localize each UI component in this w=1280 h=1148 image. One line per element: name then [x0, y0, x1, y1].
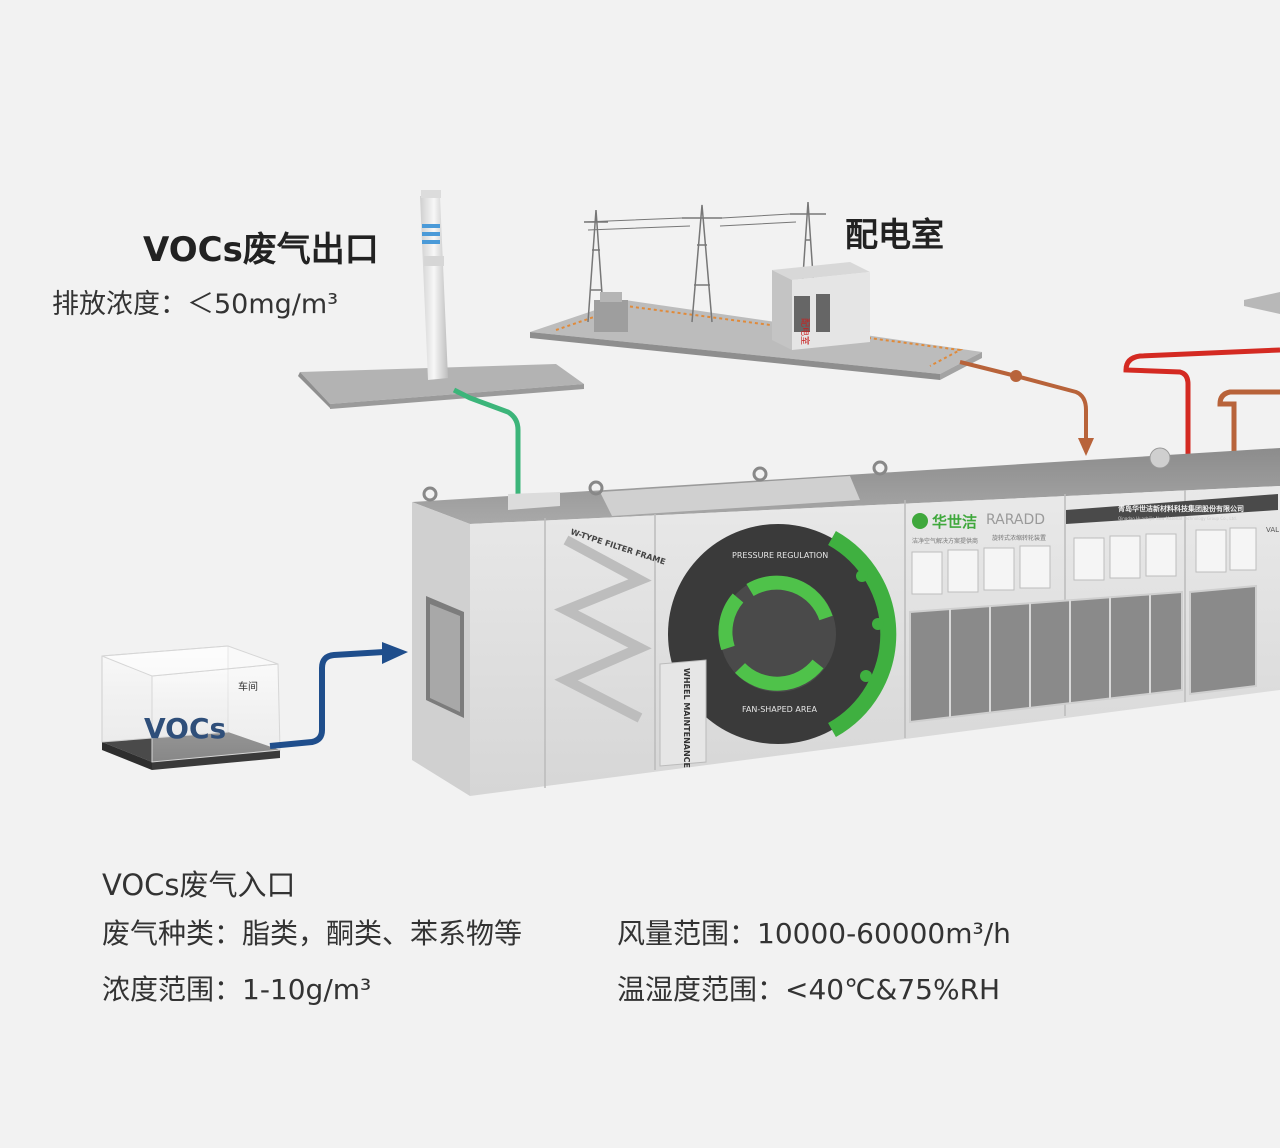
outlet-concentration: 排放浓度：＜50mg/m³ [52, 289, 339, 320]
brand-panel: 华世洁 RARADD 洁净空气解决方案提供商 旋转式浓缩转轮装置 青岛华世洁新材… [912, 494, 1279, 545]
machine-top [412, 447, 1280, 524]
louver-vents [911, 527, 1257, 595]
transformer-icon [594, 292, 628, 332]
transmission-towers-icon [583, 201, 826, 323]
power-cable [959, 360, 1088, 440]
workshop-box: 车间 VOCs [101, 645, 281, 770]
inlet-title: VOCs废气入口 [102, 868, 296, 902]
power-room-sign: 配电室 [799, 318, 811, 345]
mesh-grille [909, 584, 1257, 724]
chimney-icon [420, 190, 448, 380]
wheel-maintenance-panel: WHEEL MAINTENANCE [659, 659, 707, 768]
concentrator-wheel: PRESSURE REGULATION FAN-SHAPED AREA [668, 524, 897, 744]
workshop-voc-text: VOCs [144, 712, 226, 745]
brand-en: RARADD [986, 512, 1045, 528]
brand-sub: 旋转式浓缩转轮装置 [992, 534, 1046, 542]
outlet-title: VOCs废气出口 [143, 230, 379, 270]
red-pipe [1123, 347, 1280, 456]
brown-pipe [1217, 389, 1280, 452]
brand-logo-icon [912, 513, 928, 529]
concentration-range: 浓度范围：1-10g/m³ [102, 973, 372, 1006]
pressure-label: PRESSURE REGULATION [732, 551, 828, 560]
temp-humidity: 温湿度范围：<40℃&75%RH [617, 973, 1001, 1006]
brand-tagline: 洁净空气解决方案提供商 [912, 537, 978, 545]
chimney-platform [298, 364, 584, 409]
workshop-label: 车间 [238, 680, 258, 693]
exhaust-pipe [452, 387, 521, 500]
maintenance-label: WHEEL MAINTENANCE [682, 668, 691, 768]
gas-type: 废气种类：脂类，酮类、苯系物等 [102, 917, 523, 950]
edge-label: VAL [1266, 526, 1279, 534]
fan-label: FAN-SHAPED AREA [742, 705, 817, 714]
company-en: Qingdao Huashijie New Material Technolog… [1118, 516, 1237, 521]
inlet-grille [426, 596, 464, 718]
power-room-building: 配电室 [772, 262, 870, 350]
power-room-title: 配电室 [845, 215, 944, 254]
inlet-pipe [269, 649, 385, 749]
company-cn: 青岛华世洁新材料科技集团股份有限公司 [1118, 504, 1244, 513]
brand-cn: 华世洁 [932, 513, 977, 531]
air-volume: 风量范围：10000-60000m³/h [617, 917, 1011, 950]
